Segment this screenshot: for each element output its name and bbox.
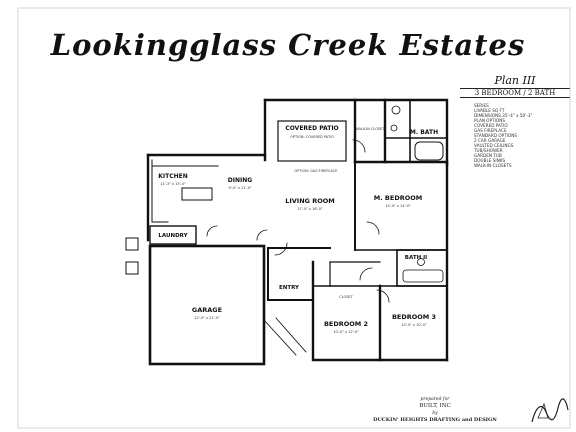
wall: [353, 98, 387, 164]
label-closet: CLOSET: [339, 295, 353, 299]
walkway: [275, 317, 307, 353]
door-swing: [352, 139, 366, 153]
laundry-outline: [149, 225, 197, 245]
label-bedroom-3: BEDROOM 3: [392, 313, 436, 321]
plan-spec: TUB/SHOWER: [474, 148, 503, 153]
label-bath-2: BATH II: [405, 255, 427, 261]
door-swing: [359, 267, 373, 281]
plan-spec: COVERED PATIO: [474, 123, 508, 128]
door-swing: [274, 242, 288, 256]
toilet: [417, 258, 425, 266]
door-swing: [256, 229, 268, 241]
dim-dining: 9'-0" x 11'-0": [228, 186, 251, 190]
toilet: [391, 105, 401, 115]
door-swing: [376, 289, 390, 303]
logo-tree: [537, 402, 549, 419]
dim-living-room: 17'-0" x 18'-0": [297, 207, 323, 211]
sheet-border: [17, 7, 571, 429]
note-fireplace: OPTION: GAS FIREPLACE: [295, 169, 338, 173]
label-master-bedroom: M. BEDROOM: [374, 194, 423, 202]
label-walk-in-closet: WALK-IN CLOSET: [355, 127, 385, 131]
plan-spec: VAULTED CEILINGS: [474, 143, 514, 148]
ac-unit: [125, 237, 139, 251]
note-covered-patio: OPTION: COVERED PATIO: [290, 135, 334, 139]
plan-subtitle: 3 BEDROOM / 2 BATH: [460, 88, 570, 98]
wall: [311, 260, 382, 362]
wall: [383, 98, 449, 167]
garden-tub: [414, 141, 444, 161]
plan-spec: SERIES: [474, 103, 489, 108]
wall: [267, 247, 314, 301]
dim-bedroom-2: 10'-0" x 12'-0": [333, 330, 359, 334]
plan-spec: LIVABLE SQ FT: [474, 108, 505, 113]
footer-credit: prepared for BUILT, INC by DUCKIN' HEIGH…: [360, 396, 510, 424]
plan-spec: DIMENSIONS 35'-4" x 50'-3": [474, 113, 533, 118]
plan-name: Plan III: [494, 74, 536, 87]
footer-prepared-for: prepared for: [420, 397, 450, 402]
designer-logo: [531, 398, 569, 423]
footer-builder: BUILT, INC: [419, 403, 451, 409]
label-master-bath: M. BATH: [410, 129, 438, 136]
ac-unit: [125, 261, 139, 275]
dim-bedroom-3: 10'-0" x 10'-0": [401, 323, 427, 327]
footer-drafting-credit: DUCKIN' HEIGHTS DRAFTING and DESIGN: [373, 417, 497, 423]
logo-stroke: [531, 398, 569, 423]
label-bedroom-2: BEDROOM 2: [324, 320, 368, 328]
plan-spec: GAS FIREPLACE: [474, 128, 507, 133]
label-dining: DINING: [228, 177, 252, 184]
plan-spec: PLAN OPTIONS: [474, 118, 505, 123]
label-living-room: LIVING ROOM: [285, 197, 335, 205]
label-garage: GARAGE: [192, 306, 222, 314]
door-swing: [206, 225, 218, 237]
plan-spec: DOUBLE SINKS: [474, 158, 506, 163]
walkway: [263, 319, 297, 356]
plan-spec: WALK-IN CLOSETS: [474, 163, 512, 168]
plan-spec: 2 CAR GARAGE: [474, 138, 506, 143]
dim-kitchen: 11'-3" x 13'-0": [160, 182, 186, 186]
plan-spec: STANDARD OPTIONS: [474, 133, 518, 138]
label-entry: ENTRY: [279, 285, 300, 291]
walls: [125, 98, 449, 366]
label-kitchen: KITCHEN: [158, 173, 188, 180]
kitchen-island: [181, 187, 213, 201]
plan-title-block: Plan III 3 BEDROOM / 2 BATH: [460, 74, 570, 98]
sink: [390, 124, 398, 132]
dim-garage: 22'-0" x 21'-0": [194, 316, 220, 320]
door-swing: [366, 221, 380, 235]
kitchen-counter: [151, 159, 169, 223]
patio-outline: [277, 120, 347, 162]
plan-spec: GARDEN TUB: [474, 153, 502, 158]
footer-by: by: [432, 411, 438, 416]
dim-master-bedroom: 15'-0" x 14'-0": [385, 204, 411, 208]
page-title: Lookingglass Creek Estates: [50, 28, 526, 62]
label-covered-patio: COVERED PATIO: [285, 125, 338, 132]
garage-outline: [148, 244, 266, 366]
label-laundry: LAUNDRY: [158, 233, 188, 239]
tub-shower: [402, 269, 444, 283]
plan-specs-list: SERIES LIVABLE SQ FT DIMENSIONS 35'-4" x…: [474, 103, 570, 168]
